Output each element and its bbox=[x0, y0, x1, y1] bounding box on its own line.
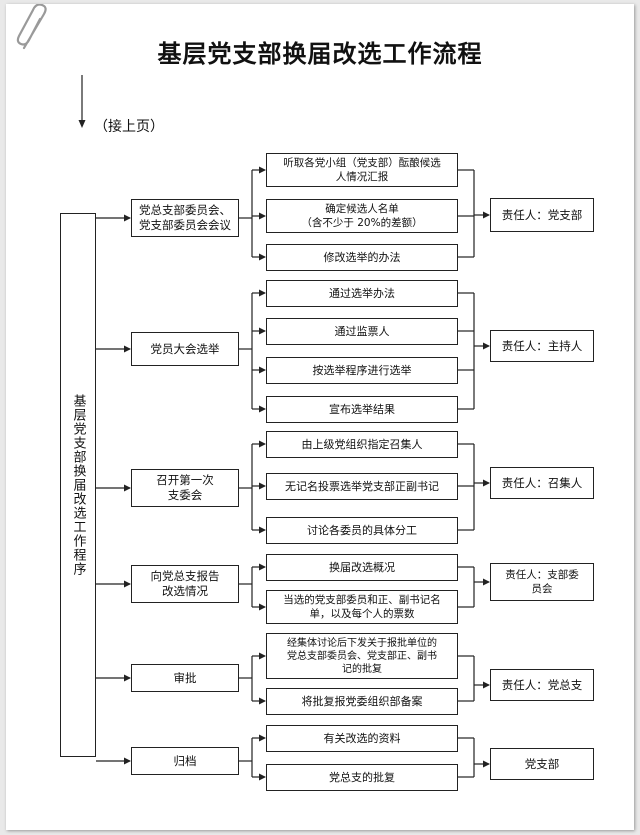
side-to-stage-arrow bbox=[124, 674, 131, 682]
continuation-arrowhead bbox=[78, 120, 86, 128]
paperclip-icon bbox=[16, 4, 47, 50]
task-label: 党总支的批复 bbox=[329, 771, 395, 784]
task-label: 按选举程序进行选举 bbox=[312, 364, 412, 377]
branch-to-task-arrow bbox=[259, 166, 266, 174]
branch-to-task-arrow bbox=[259, 652, 266, 660]
branch-to-task-arrow bbox=[259, 405, 266, 413]
task-box: 当选的党支部委员和正、副书记名 单，以及每个人的票数 bbox=[266, 590, 458, 624]
task-label: 经集体讨论后下发关于报批单位的 党总支部委员会、党支部正、副书 记的批复 bbox=[287, 637, 437, 675]
stage-box: 归档 bbox=[131, 747, 239, 775]
stage-box: 审批 bbox=[131, 664, 239, 692]
branch-to-task-arrow bbox=[259, 366, 266, 374]
stage-box: 党员大会选举 bbox=[131, 332, 239, 366]
task-label: 换届改选概况 bbox=[329, 561, 395, 574]
branch-to-task-arrow bbox=[259, 327, 266, 335]
responsible-box: 责任人：党支部 bbox=[490, 198, 594, 232]
task-box: 确定候选人名单 （含不少于 20%的差额） bbox=[266, 199, 458, 233]
responsible-label: 责任人：召集人 bbox=[501, 475, 583, 490]
task-label: 听取各党小组（党支部）酝酿候选 人情况汇报 bbox=[283, 157, 441, 183]
responsible-label: 责任人：支部委 员会 bbox=[505, 569, 579, 595]
branch-to-task-arrow bbox=[259, 603, 266, 611]
responsible-box: 责任人：主持人 bbox=[490, 330, 594, 362]
task-box: 修改选举的办法 bbox=[266, 244, 458, 271]
branch-to-task-arrow bbox=[259, 697, 266, 705]
stage-box: 召开第一次 支委会 bbox=[131, 469, 239, 507]
task-box: 宣布选举结果 bbox=[266, 396, 458, 423]
task-label: 当选的党支部委员和正、副书记名 单，以及每个人的票数 bbox=[283, 594, 441, 620]
collect-to-responsible-arrow bbox=[483, 211, 490, 219]
task-label: 由上级党组织指定召集人 bbox=[301, 438, 423, 451]
side-label: 基层党支部换届改选工作程序 bbox=[70, 394, 86, 576]
side-label-box: 基层党支部换届改选工作程序 bbox=[60, 213, 96, 757]
task-box: 由上级党组织指定召集人 bbox=[266, 431, 458, 458]
continued-label: （接上页） bbox=[94, 119, 164, 135]
task-box: 将批复报党委组织部备案 bbox=[266, 688, 458, 715]
task-box: 经集体讨论后下发关于报批单位的 党总支部委员会、党支部正、副书 记的批复 bbox=[266, 633, 458, 679]
responsible-label: 责任人：党总支 bbox=[501, 677, 583, 692]
collect-to-responsible-arrow bbox=[483, 681, 490, 689]
branch-to-task-arrow bbox=[259, 526, 266, 534]
task-box: 党总支的批复 bbox=[266, 764, 458, 791]
responsible-box: 责任人：召集人 bbox=[490, 467, 594, 499]
task-box: 有关改选的资料 bbox=[266, 725, 458, 752]
collect-to-responsible-arrow bbox=[483, 760, 490, 768]
side-to-stage-arrow bbox=[124, 580, 131, 588]
branch-to-task-arrow bbox=[259, 253, 266, 261]
task-box: 换届改选概况 bbox=[266, 554, 458, 581]
task-label: 将批复报党委组织部备案 bbox=[301, 695, 423, 708]
responsible-box: 责任人：党总支 bbox=[490, 669, 594, 701]
stage-label: 向党总支报告 改选情况 bbox=[150, 569, 220, 598]
collect-to-responsible-arrow bbox=[483, 479, 490, 487]
stage-label: 党总支部委员会、 党支部委员会会议 bbox=[139, 203, 231, 232]
task-label: 通过选举办法 bbox=[329, 287, 395, 300]
task-box: 通过选举办法 bbox=[266, 280, 458, 307]
stage-box: 向党总支报告 改选情况 bbox=[131, 565, 239, 603]
task-label: 无记名投票选举党支部正副书记 bbox=[285, 480, 439, 493]
branch-to-task-arrow bbox=[259, 440, 266, 448]
task-box: 讨论各委员的具体分工 bbox=[266, 517, 458, 544]
task-label: 有关改选的资料 bbox=[323, 732, 401, 745]
task-label: 通过监票人 bbox=[334, 325, 390, 338]
branch-to-task-arrow bbox=[259, 482, 266, 490]
responsible-label: 责任人：主持人 bbox=[501, 338, 583, 353]
responsible-box: 责任人：支部委 员会 bbox=[490, 563, 594, 601]
stage-label: 归档 bbox=[173, 753, 197, 768]
stage-label: 审批 bbox=[173, 670, 197, 685]
stage-box: 党总支部委员会、 党支部委员会会议 bbox=[131, 199, 239, 237]
responsible-label: 党支部 bbox=[524, 756, 560, 771]
branch-to-task-arrow bbox=[259, 212, 266, 220]
task-label: 确定候选人名单 （含不少于 20%的差额） bbox=[301, 203, 423, 229]
branch-to-task-arrow bbox=[259, 734, 266, 742]
stage-label: 党员大会选举 bbox=[150, 341, 220, 356]
task-box: 听取各党小组（党支部）酝酿候选 人情况汇报 bbox=[266, 153, 458, 187]
side-to-stage-arrow bbox=[124, 484, 131, 492]
branch-to-task-arrow bbox=[259, 773, 266, 781]
page-title: 基层党支部换届改选工作流程 bbox=[157, 39, 483, 68]
side-to-stage-arrow bbox=[124, 214, 131, 222]
task-box: 无记名投票选举党支部正副书记 bbox=[266, 473, 458, 500]
task-label: 修改选举的办法 bbox=[323, 251, 401, 264]
task-label: 宣布选举结果 bbox=[329, 403, 395, 416]
task-label: 讨论各委员的具体分工 bbox=[307, 524, 417, 537]
responsible-label: 责任人：党支部 bbox=[501, 207, 583, 222]
task-box: 通过监票人 bbox=[266, 318, 458, 345]
stage-label: 召开第一次 支委会 bbox=[156, 473, 214, 502]
responsible-box: 党支部 bbox=[490, 748, 594, 780]
side-to-stage-arrow bbox=[124, 345, 131, 353]
collect-to-responsible-arrow bbox=[483, 578, 490, 586]
side-to-stage-arrow bbox=[124, 757, 131, 765]
task-box: 按选举程序进行选举 bbox=[266, 357, 458, 384]
branch-to-task-arrow bbox=[259, 563, 266, 571]
collect-to-responsible-arrow bbox=[483, 342, 490, 350]
branch-to-task-arrow bbox=[259, 289, 266, 297]
